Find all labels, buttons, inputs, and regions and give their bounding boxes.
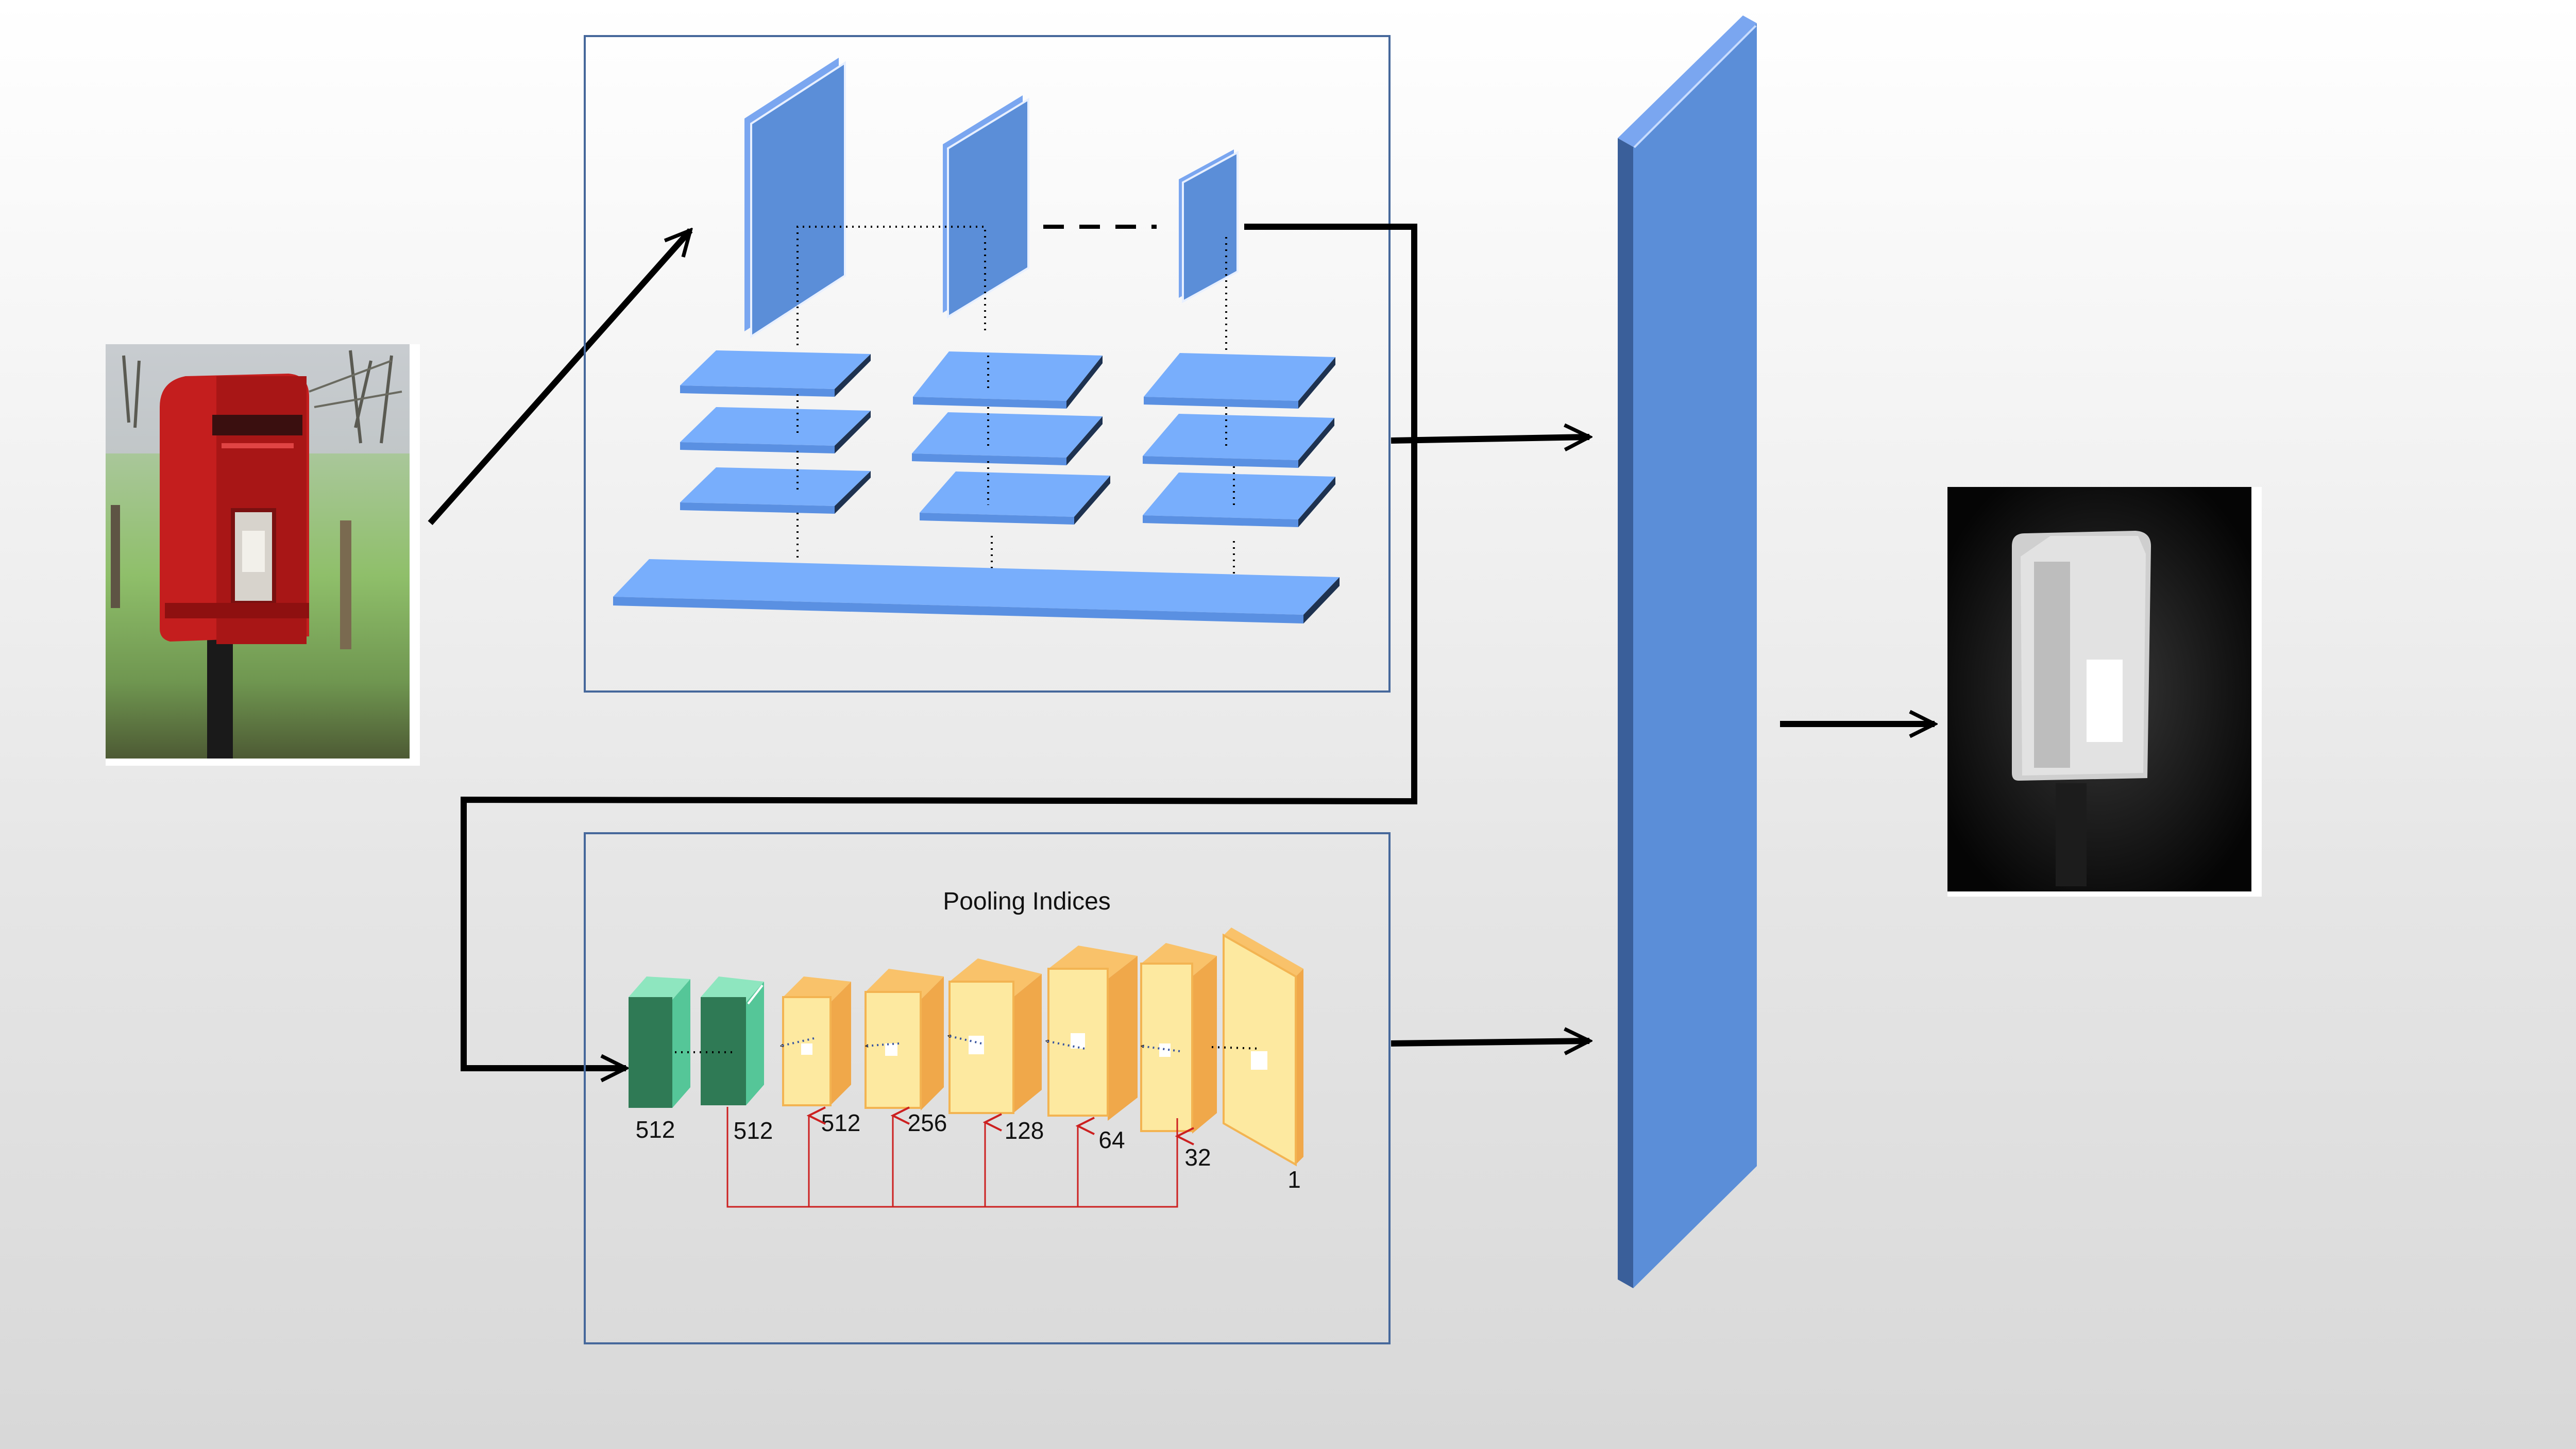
output-image (1947, 487, 2262, 897)
arrow-input-to-top (428, 230, 690, 525)
fusion-plate (1618, 15, 1757, 1288)
arrow-top-to-fusion (1391, 437, 1589, 441)
channel-labels: 512 512 512 256 128 64 32 1 (636, 1109, 1301, 1193)
channel-label-5: 128 (1005, 1117, 1044, 1144)
encoder-block-1 (629, 976, 690, 1108)
decoder-block-4 (1047, 946, 1138, 1121)
bottom-module-box (584, 832, 1391, 1344)
channel-label-7: 32 (1184, 1144, 1211, 1171)
skip-connections (726, 1107, 1177, 1208)
vertical-plate-2 (943, 95, 1029, 319)
decoder-block-5 (1140, 943, 1217, 1134)
slab-dotted-connectors (796, 356, 1235, 580)
input-image (106, 344, 420, 766)
decoder-block-3 (948, 958, 1042, 1114)
channel-label-6: 64 (1098, 1126, 1125, 1153)
channel-label-4: 256 (908, 1109, 947, 1136)
connector-top-to-bottom (461, 224, 1417, 1068)
arrow-bottom-to-fusion (1391, 1041, 1589, 1043)
encoder-block-2 (701, 976, 764, 1105)
decoder-block-1 (782, 976, 851, 1106)
pooling-indices-label: Pooling Indices (943, 888, 1111, 915)
channel-label-8: 1 (1287, 1166, 1301, 1193)
vertical-plate-3 (1179, 149, 1239, 304)
top-module-box (584, 35, 1391, 693)
slab-stack-1 (680, 350, 871, 514)
channel-label-1: 512 (636, 1116, 675, 1143)
decoder-block-2 (865, 969, 944, 1110)
channel-label-2: 512 (734, 1117, 773, 1144)
vertical-plate-1 (744, 58, 846, 339)
slab-stack-2 (912, 351, 1110, 525)
decoder-dotted-arrows (781, 1036, 1180, 1052)
decoder-block-6 (1223, 928, 1303, 1167)
base-slab (613, 559, 1340, 624)
channel-label-3: 512 (821, 1109, 861, 1136)
decoder-feature-squares (801, 1033, 1267, 1070)
plate-link-dotted (796, 226, 986, 345)
slab-stack-3 (1143, 353, 1335, 527)
